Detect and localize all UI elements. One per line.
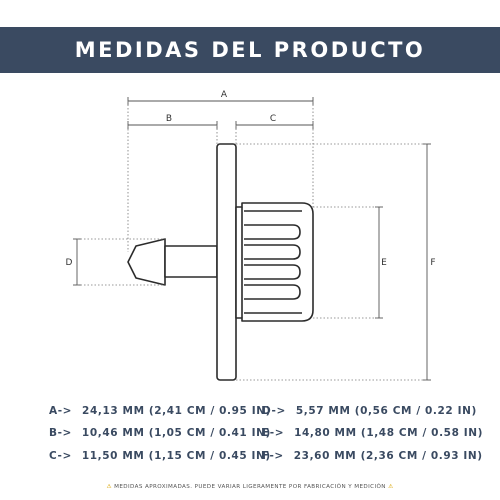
measurement-e: E-> 14,80 MM (1,48 CM / 0.58 IN) xyxy=(262,427,483,439)
flange xyxy=(216,143,237,381)
measurement-key: F-> xyxy=(262,450,284,462)
rib xyxy=(244,264,301,280)
measurement-a: A-> 24,13 MM (2,41 CM / 0.95 IN) xyxy=(49,405,271,417)
dimension-label-c: C xyxy=(270,114,276,124)
warning-icon: ⚠ xyxy=(106,484,112,490)
measurement-key: A-> xyxy=(49,405,73,417)
rib xyxy=(244,284,301,300)
dimension-label-b: B xyxy=(166,114,172,124)
measurement-value: 24,13 MM (2,41 CM / 0.95 IN) xyxy=(82,405,271,417)
part-outline xyxy=(127,143,314,381)
ribbed-body xyxy=(235,202,314,322)
measurement-value: 14,80 MM (1,48 CM / 0.58 IN) xyxy=(294,427,484,439)
rib xyxy=(244,244,301,260)
page-title: MEDIDAS DEL PRODUCTO xyxy=(74,38,426,62)
measurement-b: B-> 10,46 MM (1,05 CM / 0.41 IN) xyxy=(49,427,271,439)
dimension-label-f: F xyxy=(430,258,435,268)
barb-tip xyxy=(127,238,166,286)
measurement-key: C-> xyxy=(49,450,72,462)
dimension-label-e: E xyxy=(381,258,387,268)
disclaimer-text: MEDIDAS APROXIMADAS. PUEDE VARIAR LIGERA… xyxy=(114,484,386,490)
measurement-value: 23,60 MM (2,36 CM / 0.93 IN) xyxy=(293,450,483,462)
measurement-value: 10,46 MM (1,05 CM / 0.41 IN) xyxy=(81,427,271,439)
disclaimer-note: ⚠ MEDIDAS APROXIMADAS. PUEDE VARIAR LIGE… xyxy=(0,484,500,490)
measurement-f: F-> 23,60 MM (2,36 CM / 0.93 IN) xyxy=(262,450,483,462)
title-banner: MEDIDAS DEL PRODUCTO xyxy=(0,27,500,73)
measurement-value: 5,57 MM (0,56 CM / 0.22 IN) xyxy=(295,405,477,417)
measurement-value: 11,50 MM (1,15 CM / 0.45 IN) xyxy=(81,450,271,462)
measurement-c: C-> 11,50 MM (1,15 CM / 0.45 IN) xyxy=(49,450,271,462)
extension-lines xyxy=(77,101,427,381)
warning-icon: ⚠ xyxy=(388,484,394,490)
dimension-label-d: D xyxy=(66,258,73,268)
rib xyxy=(244,224,301,240)
shaft xyxy=(164,245,218,278)
measurement-d: D-> 5,57 MM (0,56 CM / 0.22 IN) xyxy=(262,405,477,417)
dimension-label-a: A xyxy=(221,90,228,100)
measurement-key: D-> xyxy=(262,405,286,417)
measurement-key: E-> xyxy=(262,427,285,439)
measurement-key: B-> xyxy=(49,427,72,439)
